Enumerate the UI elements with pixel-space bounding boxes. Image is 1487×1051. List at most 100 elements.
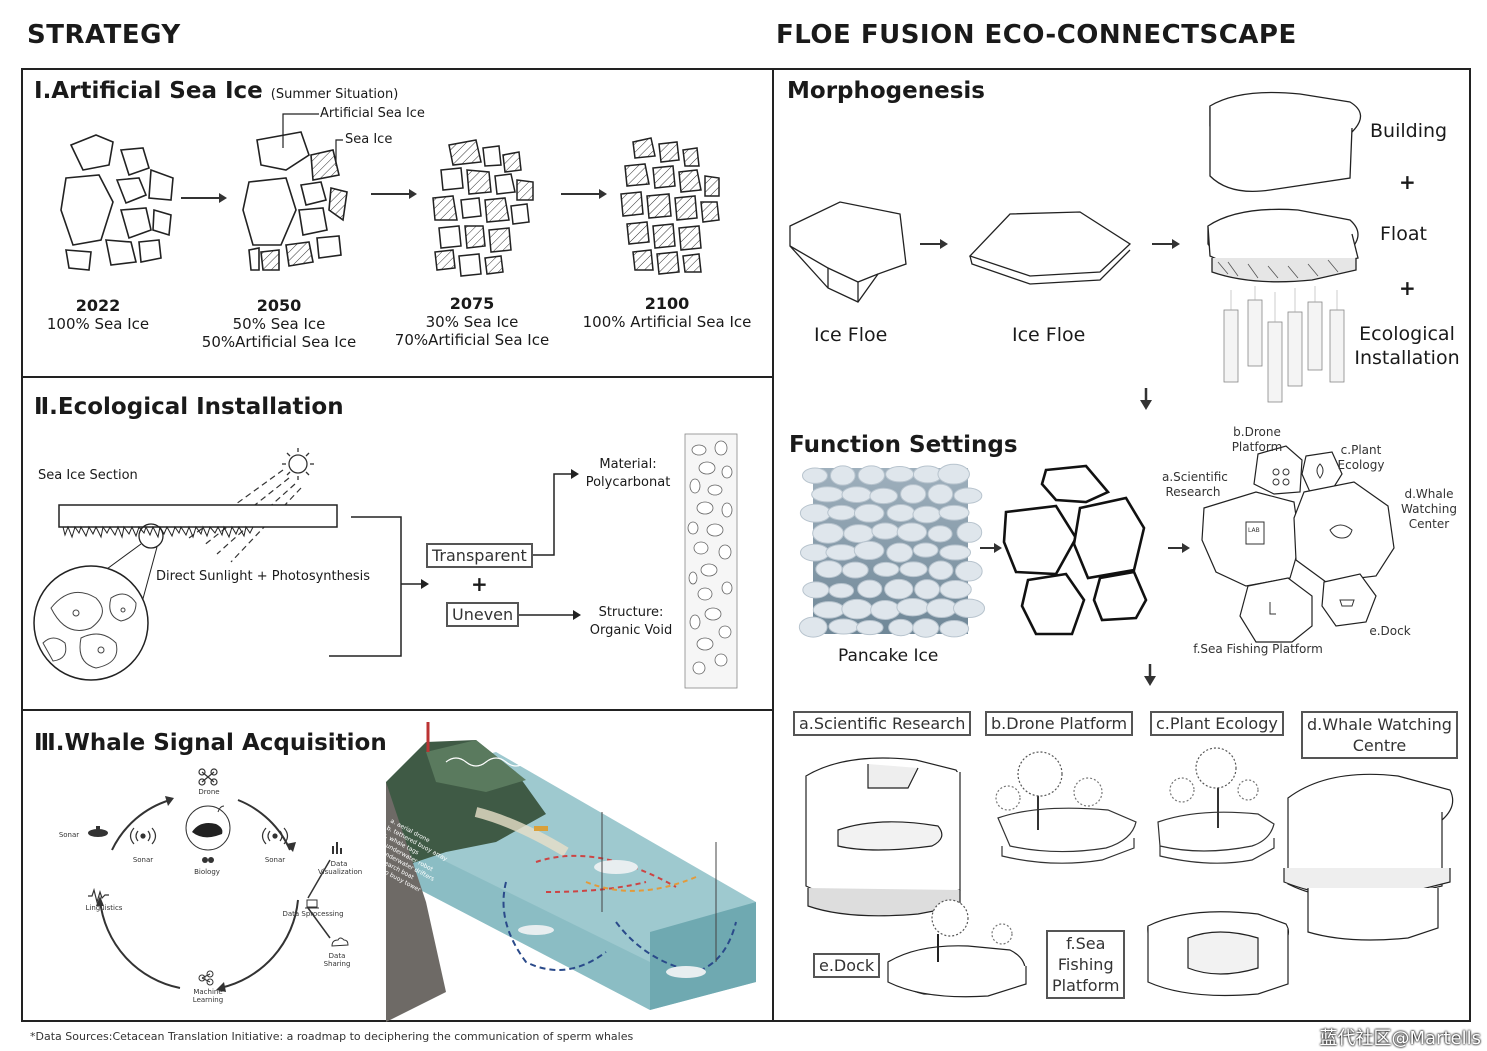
ice-evolution-diagram	[60, 113, 720, 277]
pancake-floe	[799, 543, 830, 562]
eco-columns	[1223, 299, 1345, 403]
pancake-floe	[857, 579, 883, 599]
pancake-floe	[798, 616, 828, 638]
material-value: Polycarbonat	[585, 475, 671, 490]
pancake-floe	[827, 504, 856, 521]
stage-2075: 2075 30% Sea Ice 70%Artificial Sea Ice	[381, 295, 563, 350]
stage-line: 50%Artificial Sea Ice	[201, 333, 357, 351]
function-layout-diagram: LAB	[980, 445, 1395, 686]
callout-sea-label: Sea Ice	[345, 132, 393, 147]
section-numeral: Ⅰ	[34, 78, 43, 104]
cell-scientific-research	[1201, 491, 1301, 587]
pancake-floe	[812, 522, 845, 544]
node-data-sharing: Data Sharing	[323, 952, 351, 968]
ice-floe-thick	[789, 201, 907, 303]
pancake-floe	[799, 503, 831, 523]
node-machine-learning: Machine Learning	[192, 988, 224, 1004]
structure-value: Organic Void	[589, 623, 673, 638]
pancake-floe	[815, 560, 843, 579]
stage-2022: 2022 100% Sea Ice	[30, 297, 166, 334]
structure-key: Structure:	[598, 605, 664, 620]
pancake-floe	[896, 598, 930, 617]
pancake-floe	[939, 579, 972, 600]
pancake-ice-label: Pancake Ice	[838, 646, 939, 666]
leaf-icon	[1316, 463, 1324, 479]
sonar-right-icon	[261, 827, 289, 845]
pancake-ice-photo	[798, 463, 986, 638]
fn-label-scientific-research: a.Scientific Research	[1162, 470, 1228, 499]
submarine-icon	[88, 826, 108, 837]
data-visualization-icon	[332, 842, 342, 854]
strategy-heading: STRATEGY	[27, 20, 181, 50]
section-numeral: Ⅱ	[34, 394, 50, 420]
pancake-floe	[896, 522, 928, 542]
callout-artificial-label: Artificial Sea Ice	[320, 106, 425, 121]
legend-list: a. aerial drone b. tethered buoy array c…	[367, 818, 449, 894]
material-label: Material: Polycarbonat	[580, 456, 676, 492]
pancake-outlines	[1002, 464, 1148, 636]
float-label: Float	[1380, 223, 1427, 245]
pancake-floe	[801, 467, 828, 484]
box-scientific-research: a.Scientific Research	[793, 711, 972, 736]
ecological-installation-label: Ecological Installation	[1348, 322, 1466, 370]
whale-center-icon	[185, 805, 231, 851]
node-biology: Biology	[194, 868, 220, 876]
boat-icon	[1339, 599, 1355, 607]
ocean-monitoring-illustration: a. aerial drone b. tethered buoy array c…	[367, 722, 756, 1022]
plus-sign-1: +	[1399, 170, 1416, 194]
pancake-floe	[885, 466, 915, 483]
machine-learning-icon	[198, 970, 214, 986]
laptop-icon	[305, 899, 319, 909]
node-data-processing: Data Sprocessing	[282, 910, 344, 918]
stage-line: 100% Sea Ice	[46, 315, 150, 333]
stage-2050: 2050 50% Sea Ice 50%Artificial Sea Ice	[188, 296, 370, 352]
box-line: Centre	[1352, 736, 1407, 755]
stage-line: 100% Artificial Sea Ice	[582, 313, 752, 331]
ice-cluster-2100	[620, 137, 720, 275]
stage-2100: 2100 100% Artificial Sea Ice	[574, 295, 760, 332]
pancake-floe	[853, 540, 885, 561]
building-module	[1209, 91, 1362, 193]
pancake-floe	[886, 542, 914, 563]
ice-roughness	[62, 525, 254, 539]
pancake-floe	[811, 486, 844, 503]
pancake-floe	[828, 582, 855, 599]
connectscape-panel	[772, 68, 1471, 1022]
pancake-floe	[928, 560, 954, 581]
pancake-floe	[828, 618, 859, 635]
pancake-floe	[841, 598, 873, 620]
section-ecological-installation-title: Ⅱ.Ecological Installation	[34, 394, 344, 420]
pancake-floe	[857, 465, 885, 486]
scientific-research-model	[805, 757, 961, 917]
structure-label: Structure: Organic Void	[584, 604, 678, 640]
ice-cluster-2050	[242, 131, 348, 271]
sea-fishing-model	[1147, 911, 1289, 997]
signal-cycle-diagram	[88, 768, 349, 992]
drone-icon	[198, 768, 218, 786]
pancake-floe	[841, 486, 872, 503]
box-plant-ecology: c.Plant Ecology	[1150, 711, 1284, 736]
pancake-floe	[825, 544, 858, 561]
whale-3	[666, 966, 706, 978]
pancake-floe	[938, 504, 970, 521]
callout-line-sea	[335, 139, 343, 166]
pancake-floe	[829, 465, 856, 486]
section-artificial-sea-ice-title: Ⅰ.Artificial Sea Ice (Summer Situation)	[34, 78, 398, 104]
stage-year: 2050	[256, 296, 302, 315]
box-dock: e.Dock	[813, 953, 881, 978]
pancake-floe	[952, 598, 986, 618]
pancake-floe	[937, 463, 970, 485]
research-boat	[534, 826, 548, 831]
node-sonar-right: Sonar	[264, 856, 286, 864]
fn-label-whale-watching: d.Whale Watching Center	[1401, 487, 1457, 531]
pancake-floe	[873, 561, 900, 577]
ice-floe-label-2: Ice Floe	[1012, 324, 1086, 346]
section-subtitle: (Summer Situation)	[270, 87, 399, 102]
pancake-floe	[926, 598, 958, 619]
pancake-floe	[853, 503, 885, 523]
pancake-floe	[888, 618, 914, 637]
pancake-floe	[954, 560, 983, 582]
function-cells	[1201, 445, 1395, 643]
eco-line: Ecological	[1359, 323, 1455, 345]
cell-sea-fishing	[1239, 577, 1313, 643]
